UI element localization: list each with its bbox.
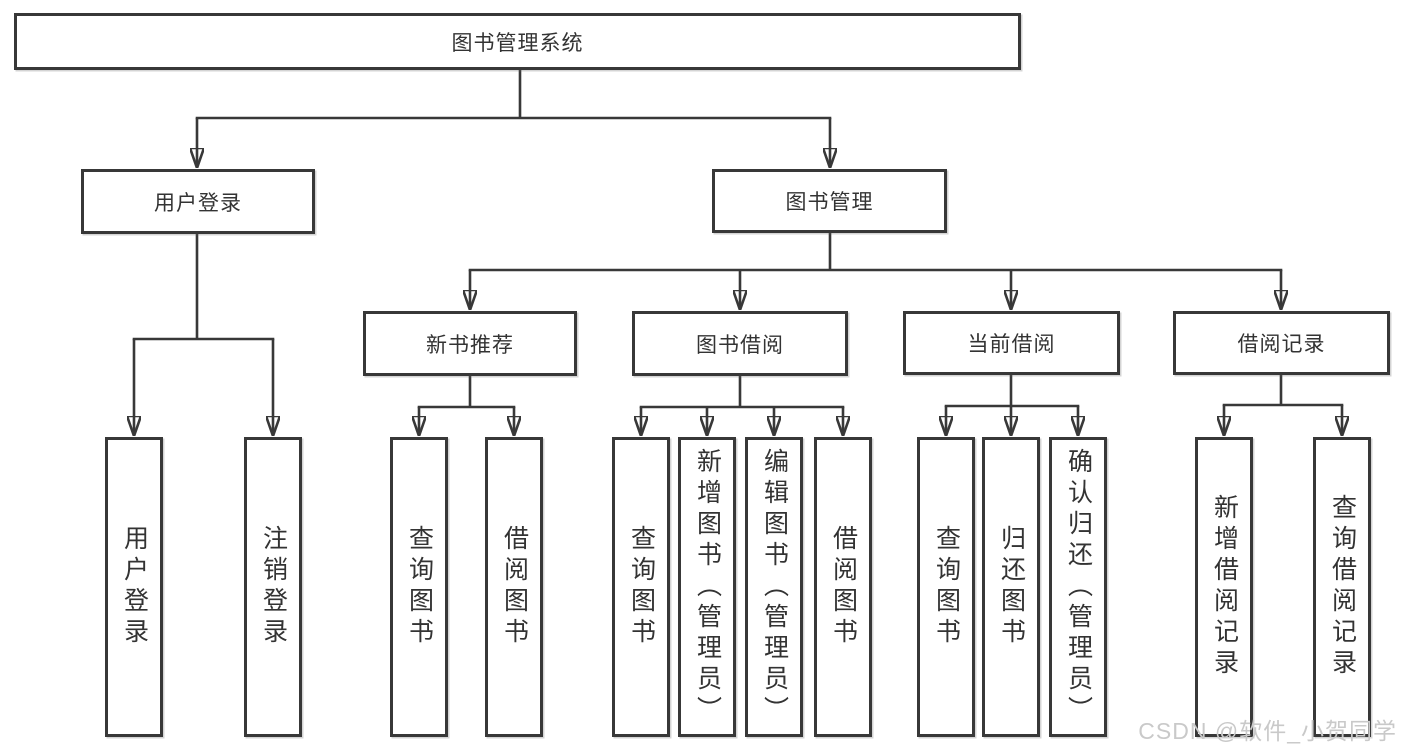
node-book-management: 图书管理 [712, 169, 947, 233]
node-new-book-recommend: 新书推荐 [363, 311, 577, 376]
leaf-add-book: 新增图书（管理员） [678, 437, 736, 737]
leaf-user-login: 用户登录 [105, 437, 163, 737]
leaf-query-record: 查询借阅记录 [1313, 437, 1371, 737]
leaf-logout: 注销登录 [244, 437, 302, 737]
leaf-query-book-2: 查询图书 [612, 437, 670, 737]
leaf-confirm-return-label: 确认归还（管理员） [1064, 447, 1093, 727]
node-current-borrow: 当前借阅 [903, 311, 1120, 375]
leaf-query-book-1: 查询图书 [390, 437, 448, 737]
leaf-add-record-label: 新增借阅记录 [1210, 494, 1239, 680]
node-root-label: 图书管理系统 [451, 31, 584, 55]
node-borrow-records-label: 借阅记录 [1237, 333, 1326, 356]
leaf-query-book-2-label: 查询图书 [627, 525, 656, 649]
leaf-borrow-book-1-label: 借阅图书 [500, 525, 529, 649]
leaf-query-book-1-label: 查询图书 [405, 525, 434, 649]
leaf-query-record-label: 查询借阅记录 [1328, 494, 1357, 680]
leaf-user-login-label: 用户登录 [120, 525, 149, 649]
leaf-confirm-return: 确认归还（管理员） [1049, 437, 1107, 737]
node-book-borrow: 图书借阅 [632, 311, 848, 376]
leaf-add-book-label: 新增图书（管理员） [693, 447, 722, 727]
node-book-borrow-label: 图书借阅 [696, 333, 784, 357]
leaf-add-record: 新增借阅记录 [1195, 437, 1253, 737]
watermark: CSDN @软件_小贺同学 [1138, 718, 1397, 744]
node-current-borrow-label: 当前借阅 [967, 333, 1056, 356]
leaf-edit-book: 编辑图书（管理员） [745, 437, 803, 737]
leaf-return-book: 归还图书 [982, 437, 1040, 737]
node-user-login: 用户登录 [81, 169, 315, 234]
trunk-lines [132, 68, 1344, 409]
leaf-borrow-book-2: 借阅图书 [814, 437, 872, 737]
leaf-query-book-3: 查询图书 [917, 437, 975, 737]
node-borrow-records: 借阅记录 [1173, 311, 1390, 375]
leaf-borrow-book-2-label: 借阅图书 [829, 525, 858, 649]
leaf-return-book-label: 归还图书 [997, 525, 1026, 649]
node-book-management-label: 图书管理 [785, 191, 874, 214]
node-root: 图书管理系统 [14, 13, 1021, 70]
node-new-book-recommend-label: 新书推荐 [426, 333, 514, 357]
leaf-edit-book-label: 编辑图书（管理员） [760, 447, 789, 727]
leaf-logout-label: 注销登录 [259, 525, 288, 649]
node-user-login-label: 用户登录 [154, 191, 242, 215]
leaf-borrow-book-1: 借阅图书 [485, 437, 543, 737]
leaf-query-book-3-label: 查询图书 [932, 525, 961, 649]
